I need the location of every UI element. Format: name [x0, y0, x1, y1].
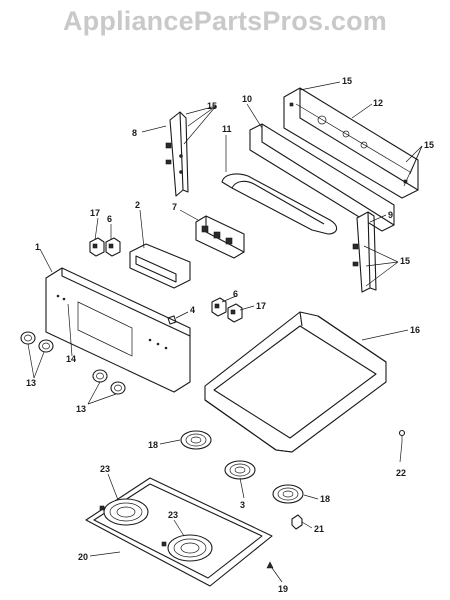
watermark-text: AppliancePartsPros.com [62, 6, 387, 36]
callout-18-right: 18 [320, 494, 330, 504]
part-16-cooktop [204, 311, 387, 453]
part-23-element-left [99, 498, 149, 526]
callout-9: 9 [388, 210, 393, 220]
callout-6-lower: 6 [233, 289, 238, 299]
part-20-drip-tray [85, 477, 273, 587]
part-12-rear-panel [283, 87, 419, 199]
callout-13-right: 13 [76, 404, 86, 414]
callout-16: 16 [410, 325, 420, 335]
callout-11: 11 [222, 124, 232, 134]
part-17-switch-lower [227, 303, 243, 323]
part-3-element-center [224, 460, 256, 480]
part-7-control-board [195, 215, 245, 259]
callout-2: 2 [135, 200, 140, 210]
callout-15-left: 15 [207, 101, 217, 111]
callout-17-lower: 17 [256, 301, 266, 311]
part-11-handle-bar [221, 173, 338, 235]
part-23-element-right [161, 534, 213, 562]
callout-22: 22 [396, 468, 406, 478]
part-10-trim-channel [249, 123, 395, 232]
part-13-knobs-left [20, 331, 54, 353]
callout-15-right: 15 [424, 140, 434, 150]
part-6-switch-lower [211, 297, 227, 317]
part-18-element-left [180, 430, 212, 450]
callout-8: 8 [132, 128, 137, 138]
callout-21: 21 [314, 524, 324, 534]
callout-20: 20 [78, 552, 88, 562]
part-2-display-window [129, 243, 191, 289]
part-18-element-right [272, 484, 304, 504]
callout-13-left: 13 [26, 378, 36, 388]
part-8-left-bracket [165, 111, 189, 197]
part-21-clip [291, 514, 303, 530]
callout-1: 1 [35, 242, 40, 252]
part-4-clip [167, 315, 177, 325]
callout-6-upper: 6 [107, 214, 112, 224]
callout-7: 7 [172, 202, 177, 212]
part-22-screw [398, 429, 406, 442]
callout-19: 19 [278, 584, 288, 594]
callout-17-upper: 17 [90, 208, 100, 218]
callout-labels: 15 15 8 10 12 11 15 7 2 17 6 9 15 1 4 6 … [26, 76, 434, 594]
callout-12: 12 [373, 98, 383, 108]
callout-15-lower: 15 [400, 256, 410, 266]
callout-14: 14 [66, 354, 76, 364]
callout-10: 10 [242, 94, 252, 104]
callout-4: 4 [190, 305, 195, 315]
part-1-control-panel [45, 267, 191, 393]
callout-18-left: 18 [148, 440, 158, 450]
callout-23-left: 23 [100, 464, 110, 474]
callout-15-top: 15 [342, 76, 352, 86]
part-17-switch-upper [89, 237, 105, 257]
callout-3: 3 [240, 500, 245, 510]
leader-lines [27, 81, 423, 583]
callout-23-right: 23 [168, 510, 178, 520]
part-9-right-bracket [352, 211, 377, 293]
part-19-screw [266, 561, 274, 569]
part-6-switch-upper [105, 237, 121, 257]
part-13-knobs-right [92, 369, 126, 395]
